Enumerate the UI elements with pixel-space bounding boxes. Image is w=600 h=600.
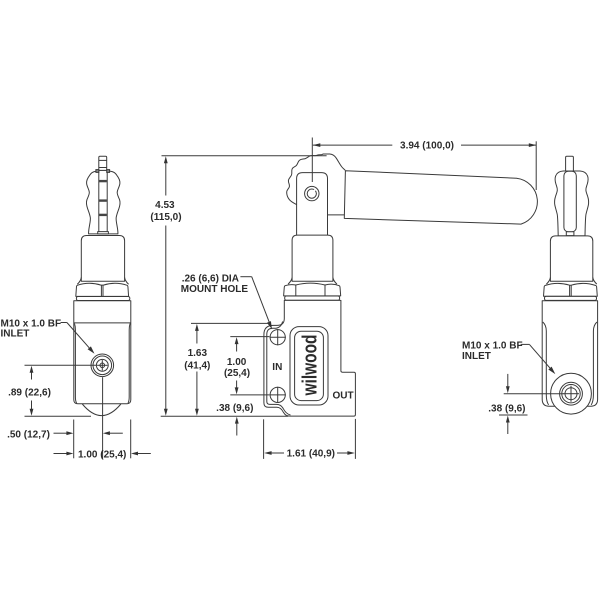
svg-text:4.53: 4.53 <box>155 200 175 211</box>
svg-text:.50 (12,7): .50 (12,7) <box>7 430 50 441</box>
svg-text:3.94 (100,0): 3.94 (100,0) <box>400 141 454 152</box>
svg-text:.89 (22,6): .89 (22,6) <box>8 388 51 399</box>
svg-text:(115,0): (115,0) <box>150 212 181 223</box>
svg-text:.38 (9,6): .38 (9,6) <box>488 404 525 415</box>
svg-text:wilwood: wilwood <box>299 335 321 397</box>
svg-text:.26 (6,6) DIA: .26 (6,6) DIA <box>182 274 239 285</box>
svg-text:1.00: 1.00 <box>227 357 247 368</box>
svg-text:INLET: INLET <box>462 351 491 362</box>
svg-text:1.63: 1.63 <box>188 348 208 359</box>
svg-text:M10 x 1.0 BF: M10 x 1.0 BF <box>462 341 523 352</box>
svg-text:M10 x 1.0 BF: M10 x 1.0 BF <box>1 318 62 329</box>
svg-text:MOUNT HOLE: MOUNT HOLE <box>181 284 249 295</box>
svg-text:.38 (9,6): .38 (9,6) <box>216 403 253 414</box>
svg-text:(41,4): (41,4) <box>184 360 210 371</box>
svg-text:1.00 (25,4): 1.00 (25,4) <box>78 449 126 460</box>
svg-text:(25,4): (25,4) <box>224 368 250 379</box>
svg-text:IN: IN <box>272 362 282 373</box>
svg-text:OUT: OUT <box>332 391 353 402</box>
svg-text:INLET: INLET <box>1 329 30 340</box>
svg-text:1.61 (40,9): 1.61 (40,9) <box>287 449 335 460</box>
